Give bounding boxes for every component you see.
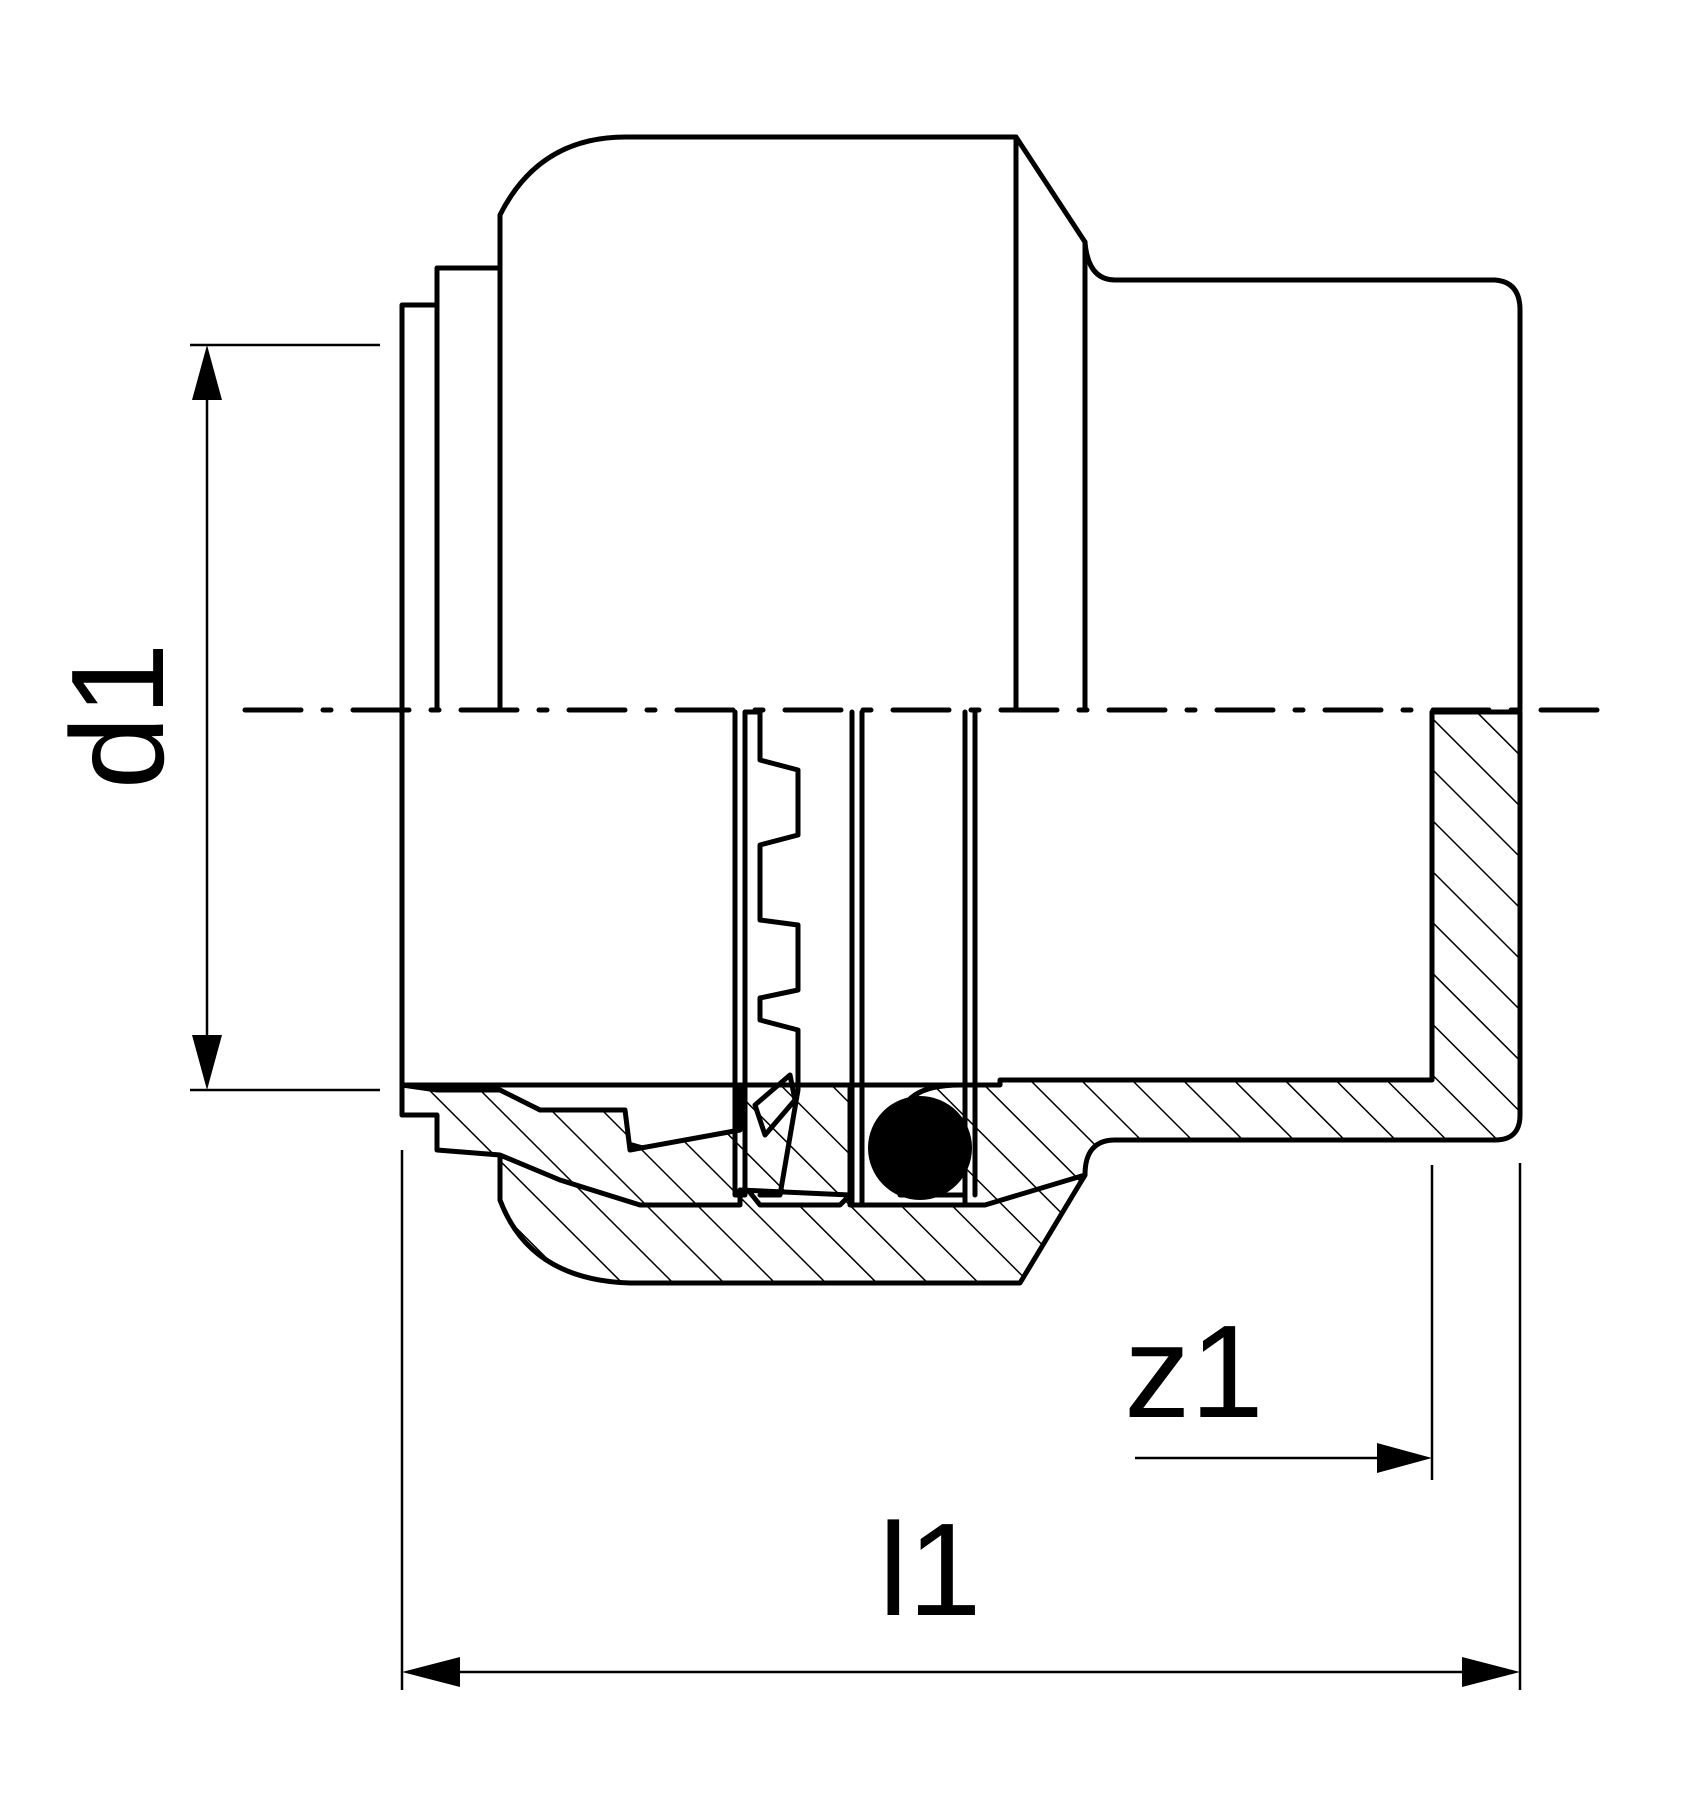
- collar-step: [434, 265, 503, 713]
- l1-arrow-right: [1462, 1657, 1520, 1687]
- nut-chamfer: [1013, 134, 1088, 713]
- o-ring: [868, 1096, 972, 1200]
- bore-outline: [399, 707, 1008, 1088]
- grip-tooth: [752, 1072, 798, 1138]
- socket-body: [1082, 239, 1523, 713]
- l1-label: l1: [879, 1496, 982, 1643]
- socket-body-section: [897, 709, 1523, 1283]
- d1-label: d1: [44, 643, 191, 790]
- d1-arrow-top: [192, 345, 222, 400]
- dimension-d1: d1: [44, 343, 380, 1092]
- l1-arrow-left: [402, 1657, 460, 1687]
- dimension-z1: z1: [1124, 1165, 1434, 1480]
- spacer-sleeve: [849, 709, 978, 1208]
- fitting-cross-section: [399, 707, 1523, 1286]
- z1-arrow: [1377, 1443, 1432, 1473]
- d1-arrow-bottom: [192, 1035, 222, 1090]
- grip-ring: [732, 709, 801, 1198]
- z1-label: z1: [1124, 1298, 1263, 1445]
- fitting-exterior-view: [399, 134, 1523, 713]
- end-ring: [399, 302, 440, 713]
- union-nut: [497, 134, 1019, 713]
- dimension-l1: l1: [400, 1150, 1522, 1690]
